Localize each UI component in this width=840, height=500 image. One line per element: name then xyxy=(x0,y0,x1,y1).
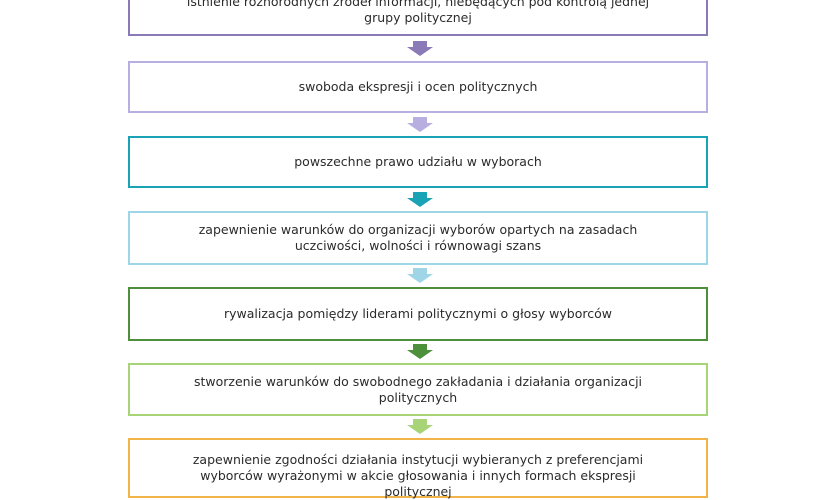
step-text-4: zapewnienie warunków do organizacji wybo… xyxy=(198,222,638,253)
arrow-down-icon-5 xyxy=(407,344,433,359)
arrow-down-icon-3 xyxy=(407,192,433,207)
step-text-3: powszechne prawo udziału w wyborach xyxy=(294,154,542,169)
arrow-down-icon-4 xyxy=(407,268,433,283)
step-text-6: stworzenie warunków do swobodnego zakład… xyxy=(193,373,643,405)
step-box-6: stworzenie warunków do swobodnego zakład… xyxy=(128,363,708,416)
step-box-5: rywalizacja pomiędzy liderami polityczny… xyxy=(128,287,708,341)
arrow-down-icon-2 xyxy=(407,117,433,132)
step-text-5: rywalizacja pomiędzy liderami polityczny… xyxy=(223,306,612,321)
step-box-4: zapewnienie warunków do organizacji wybo… xyxy=(128,211,708,265)
step-text-7: zapewnienie zgodności działania instytuc… xyxy=(192,452,644,499)
step-box-1: istnienie różnorodnych źródeł informacji… xyxy=(128,0,708,36)
step-box-3: powszechne prawo udziału w wyborach xyxy=(128,136,708,188)
arrow-down-icon-6 xyxy=(407,419,433,434)
step-text-1: istnienie różnorodnych źródeł informacji… xyxy=(186,0,650,25)
step-text-2: swoboda ekspresji i ocen politycznych xyxy=(298,79,538,94)
arrow-down-icon-1 xyxy=(407,41,433,56)
step-box-7: zapewnienie zgodności działania instytuc… xyxy=(128,438,708,499)
step-box-2: swoboda ekspresji i ocen politycznych xyxy=(128,61,708,113)
